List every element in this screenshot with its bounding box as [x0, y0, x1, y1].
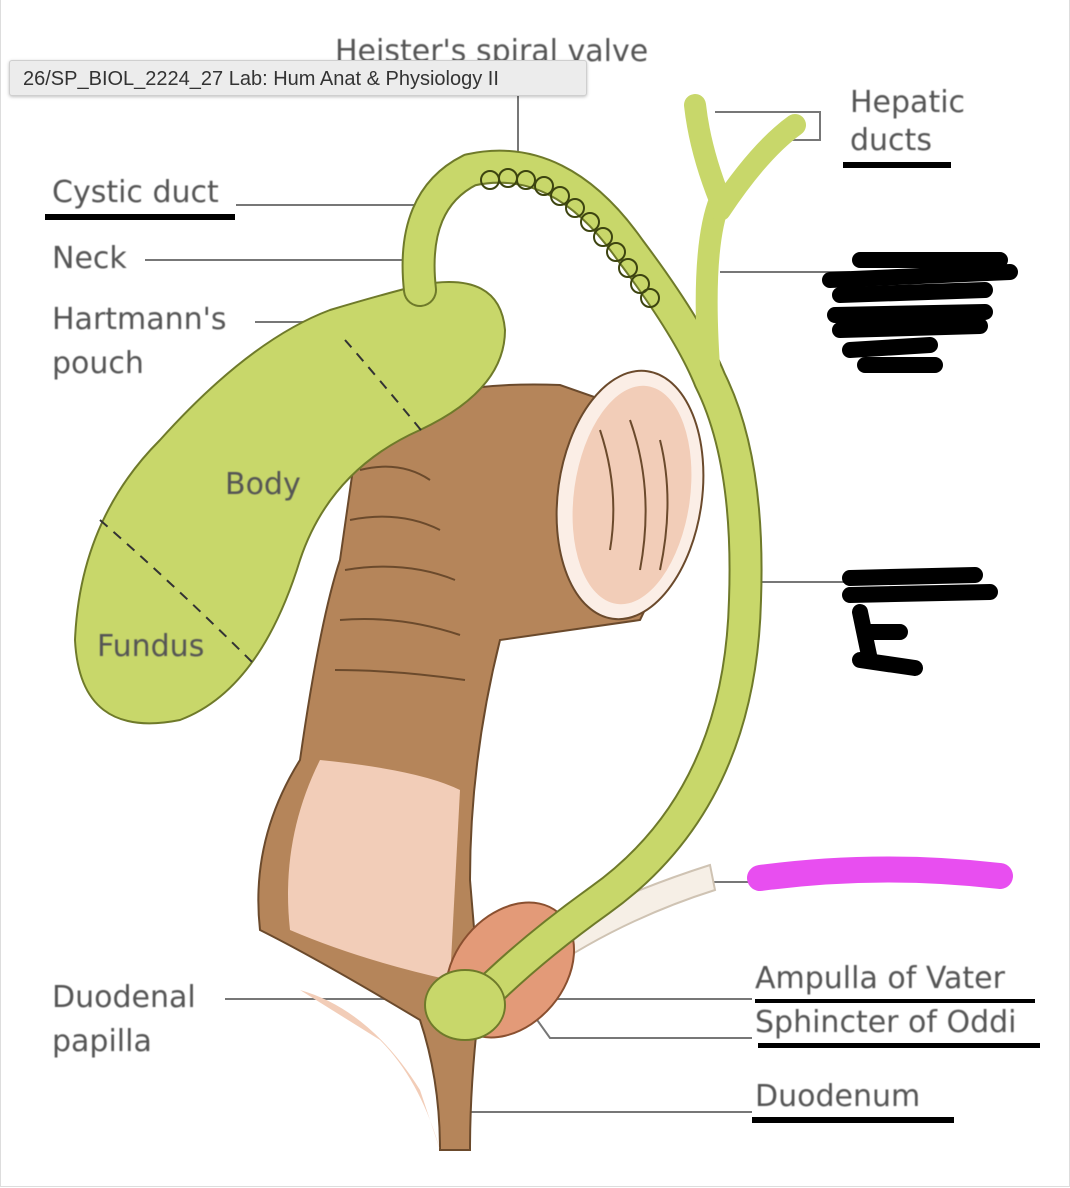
redaction-hepatic-ducts	[843, 162, 951, 168]
label-body: Body	[225, 467, 301, 502]
tooltip: 26/SP_BIOL_2224_27 Lab: Hum Anat & Physi…	[9, 60, 587, 96]
label-ampulla: Ampulla of Vater	[755, 961, 1005, 996]
duodenum-folds	[334, 419, 669, 681]
spiral-valve-coils	[480, 168, 660, 308]
redaction-sphincter	[758, 1043, 1040, 1048]
gallbladder-body	[73, 281, 507, 725]
duodenum-mucosa	[288, 760, 460, 980]
cystic-and-common-bile-duct	[403, 151, 761, 1015]
redaction-ampulla	[755, 999, 1035, 1003]
redaction-scribble-common-hepatic	[822, 252, 1018, 373]
label-hartmann: Hartmann's pouch	[52, 302, 227, 381]
label-duodenal-papilla: Duodenal papilla	[52, 980, 196, 1059]
duodenal-papilla-shape	[424, 969, 506, 1041]
redaction-scribble-common-bile	[842, 567, 998, 676]
left-hepatic-duct	[709, 114, 806, 221]
highlight-scribble-pancreatic-duct	[747, 856, 1013, 891]
label-neck: Neck	[52, 241, 127, 276]
label-fundus: Fundus	[97, 629, 205, 664]
right-hepatic-duct	[684, 94, 732, 391]
hartmann-boundary	[344, 339, 426, 436]
redaction-duodenum	[752, 1117, 954, 1123]
redaction-cystic-duct	[45, 214, 235, 220]
label-duodenum: Duodenum	[755, 1079, 921, 1114]
label-cystic-duct: Cystic duct	[52, 175, 219, 210]
leader-sphincter	[529, 1009, 752, 1039]
fundus-boundary	[99, 519, 256, 666]
leader-hepatic-ducts	[715, 111, 821, 141]
label-sphincter: Sphincter of Oddi	[755, 1005, 1017, 1040]
label-hepatic-ducts: Hepatic ducts	[850, 85, 966, 158]
